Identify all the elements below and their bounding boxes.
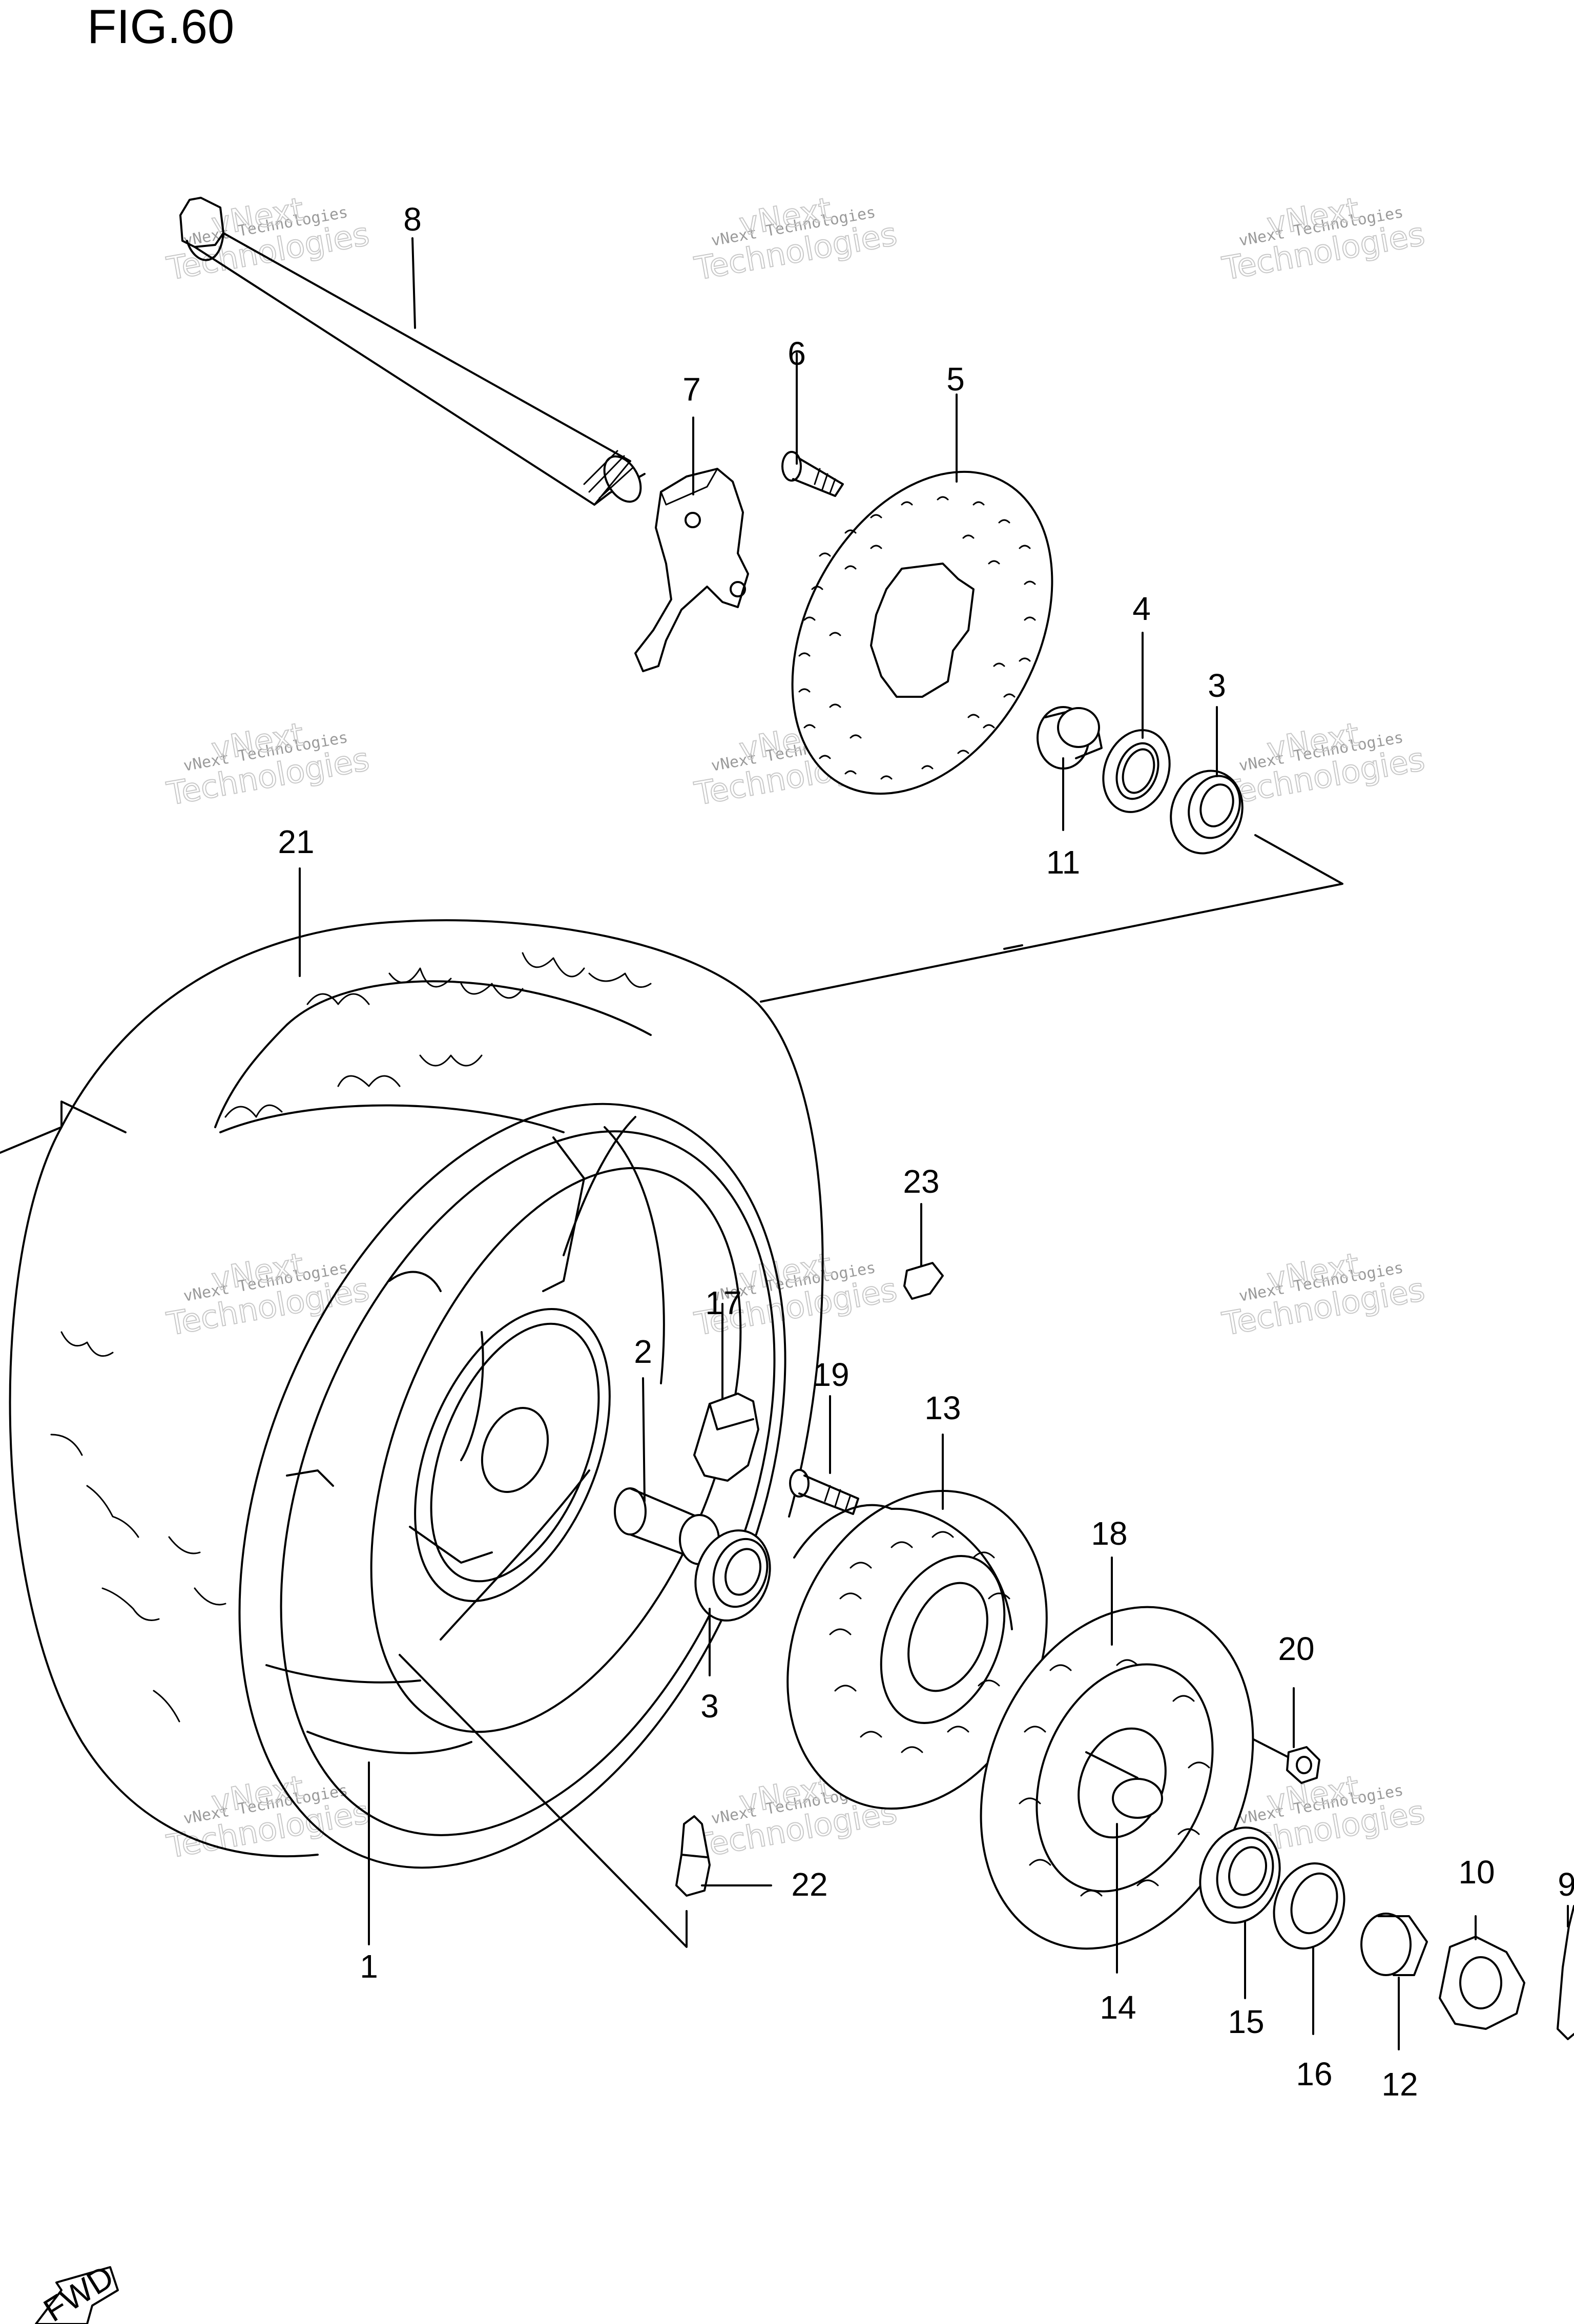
part-label: 5 (946, 361, 965, 398)
fwd-arrow-icon: FWD (35, 2258, 120, 2324)
rear-sprocket-18-drawing (980, 1606, 1254, 1950)
caliper-bracket-drawing (634, 468, 749, 672)
part-label: 18 (1091, 1515, 1127, 1552)
oil-seal-4-drawing (1102, 729, 1171, 813)
part-labels: 8 6 7 5 4 3 11 21 23 17 2 19 13 3 18 20 … (278, 201, 1574, 2103)
valve-22-drawing (675, 1815, 711, 1897)
rear-axle-drawing (179, 197, 646, 506)
part-label: 3 (1208, 667, 1226, 704)
damper-17-drawing (693, 1393, 759, 1482)
part-label: 19 (813, 1356, 849, 1393)
part-label: 16 (1296, 2056, 1332, 2092)
nut-10-drawing (1439, 1936, 1525, 2030)
wheel-and-tire-drawing (9, 919, 824, 1869)
part-label: 8 (403, 201, 422, 238)
part-label: 11 (1046, 844, 1080, 881)
bearing-3-top-drawing (1170, 770, 1244, 855)
figure-title: FIG.60 (87, 0, 234, 53)
part-label: 7 (682, 371, 701, 408)
spacer-12-drawing (1360, 1913, 1428, 1976)
part-label: 10 (1458, 1854, 1495, 1891)
nut-20-drawing (1286, 1746, 1320, 1784)
part-label: 12 (1381, 2066, 1418, 2103)
part-label: 9 (1558, 1866, 1574, 1903)
brake-disc-drawing (791, 470, 1053, 795)
part-label: 1 (360, 1948, 378, 1985)
part-label: 4 (1132, 590, 1151, 627)
part-label: 3 (700, 1688, 719, 1725)
part-label: 22 (791, 1866, 827, 1903)
part-label: 6 (788, 335, 806, 372)
bolt-6-drawing (781, 451, 844, 497)
bearing-3-lower-drawing (694, 1529, 771, 1622)
bolt-19-drawing (789, 1469, 859, 1515)
oil-seal-16-drawing (1273, 1862, 1345, 1950)
part-label: 20 (1278, 1630, 1314, 1667)
leader-lines (299, 237, 1569, 2050)
part-label: 13 (924, 1389, 961, 1426)
part-label: 2 (634, 1333, 652, 1370)
bearing-15-drawing (1199, 1827, 1281, 1924)
balancer-weight-23-drawing (903, 1262, 944, 1300)
part-label: 21 (278, 823, 314, 860)
sprocket-drum-13-drawing (786, 1489, 1048, 1810)
part-label: 23 (903, 1163, 939, 1200)
part-label: 14 (1100, 1989, 1136, 2026)
part-label: 17 (705, 1284, 741, 1321)
cotter-pin-9-drawing (1557, 1905, 1574, 2040)
spacer-11-drawing (1037, 706, 1103, 770)
part-label: 15 (1228, 2003, 1264, 2040)
watermarks: vNext Technologies vNext Technologies vN… (163, 190, 1428, 1866)
